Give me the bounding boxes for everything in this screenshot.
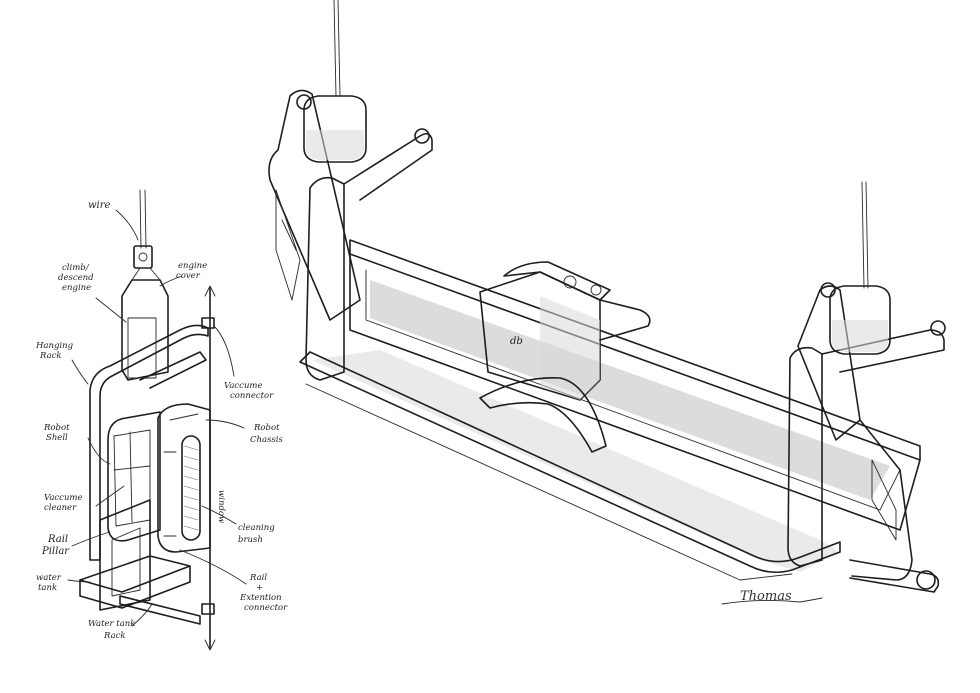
rail-pillar-cutout: [111, 527, 141, 597]
leader-pillar: [71, 531, 111, 547]
leader-rail: [179, 549, 247, 585]
exploded-diagram: wire engine cover climb/ descend engine …: [35, 189, 288, 651]
label-climb-descend-engine: climb/ descend engine: [58, 263, 96, 293]
leader-brush: [201, 505, 237, 525]
robot-sensor-icon-2: [590, 284, 602, 296]
wire-right: [861, 181, 869, 289]
rail-beam-inner: [365, 269, 901, 511]
rail-pillar: [99, 499, 151, 611]
base-plate: [299, 351, 841, 574]
label-water-tank: water tank: [36, 573, 64, 593]
base-plate-shade: [312, 350, 840, 572]
hanging-rack: [89, 324, 209, 561]
left-frame-back: [268, 89, 361, 321]
leader-tank: [67, 579, 91, 583]
label-robot-shell: Robot Shell: [43, 423, 72, 443]
right-frame-bracing: [871, 459, 897, 541]
left-frame-bracing: [275, 189, 301, 301]
leader-tank-rack: [131, 603, 153, 627]
leader-rack: [71, 359, 89, 385]
chassis-details: [163, 413, 199, 537]
robot-chassis: [157, 403, 211, 553]
label-hanging-rack: Hanging Rack: [35, 341, 76, 361]
label-wire: wire: [88, 200, 111, 211]
right-frame-post: [787, 346, 823, 567]
water-tank: [79, 555, 191, 593]
label-window: window: [216, 490, 226, 524]
label-vaccume-cleaner: Vaccume cleaner: [44, 493, 85, 513]
brand-logo: db: [510, 336, 523, 347]
label-rail-extention-connector: Rail + Extention connector: [239, 573, 288, 613]
artist-signature: Thomas: [740, 589, 792, 604]
label-rail-pillar: Rail Pillar: [41, 534, 71, 557]
right-rail-knob-icon: [916, 570, 936, 590]
signature-underline: [721, 597, 823, 605]
left-engine: [303, 95, 367, 163]
label-cleaning-brush: cleaning brush: [238, 523, 277, 545]
wire-line: [139, 189, 147, 249]
label-robot-chassis: Robot Chassis: [250, 423, 283, 445]
right-frame-back: [797, 285, 861, 441]
leader-shell: [87, 437, 111, 465]
clamp-bolt-icon: [138, 252, 148, 262]
window-arrow-icon: [204, 285, 216, 651]
right-engine: [829, 285, 891, 355]
left-knob-arm-icon: [414, 128, 430, 144]
cleaning-brush: [181, 435, 201, 541]
climb-descend-engine: [127, 317, 157, 379]
brush-bristles: [183, 445, 199, 531]
robot-top: [503, 261, 611, 301]
rail-beam-shadow: [370, 280, 890, 500]
leader-chassis: [205, 419, 245, 429]
rail-beam-front: [349, 253, 921, 531]
leader-engine: [95, 297, 127, 323]
vacuum-connector-bottom: [201, 603, 215, 615]
label-vaccume-connector: Vaccume connector: [224, 381, 274, 401]
leader-cleaner: [95, 485, 125, 507]
right-frame-lower: [851, 419, 913, 581]
right-knob-arm-icon: [930, 320, 946, 336]
wire-left: [333, 0, 341, 97]
label-engine-cover: engine cover: [176, 261, 210, 281]
left-frame-post: [305, 176, 345, 381]
right-rail-extension: [849, 559, 940, 593]
base-plate-edge: [305, 383, 793, 581]
leader-engine-cover: [159, 275, 183, 287]
wire-clamp: [133, 245, 153, 269]
left-knob-icon: [296, 94, 312, 110]
left-engine-shade: [306, 130, 364, 160]
leader-wire: [115, 209, 139, 241]
leader-vaccume: [213, 325, 235, 377]
engine-cover: [121, 279, 169, 381]
water-tank-side: [79, 565, 191, 609]
rack-upper-bar: [139, 351, 207, 389]
water-tank-rack: [119, 595, 201, 625]
robot-sensor-icon: [563, 275, 577, 289]
robot-shell: [107, 411, 161, 542]
perspective-render: db Thomas: [268, 0, 946, 605]
robot-skid: [479, 377, 607, 453]
right-knob-icon: [820, 282, 836, 298]
right-engine-shade: [832, 320, 888, 352]
robot-front-cowl: [599, 299, 651, 341]
vacuum-connector-top: [201, 317, 215, 329]
robot-body-shade: [540, 296, 600, 400]
engine-top: [131, 267, 161, 281]
label-water-tank-rack: Water tank Rack: [88, 619, 138, 641]
